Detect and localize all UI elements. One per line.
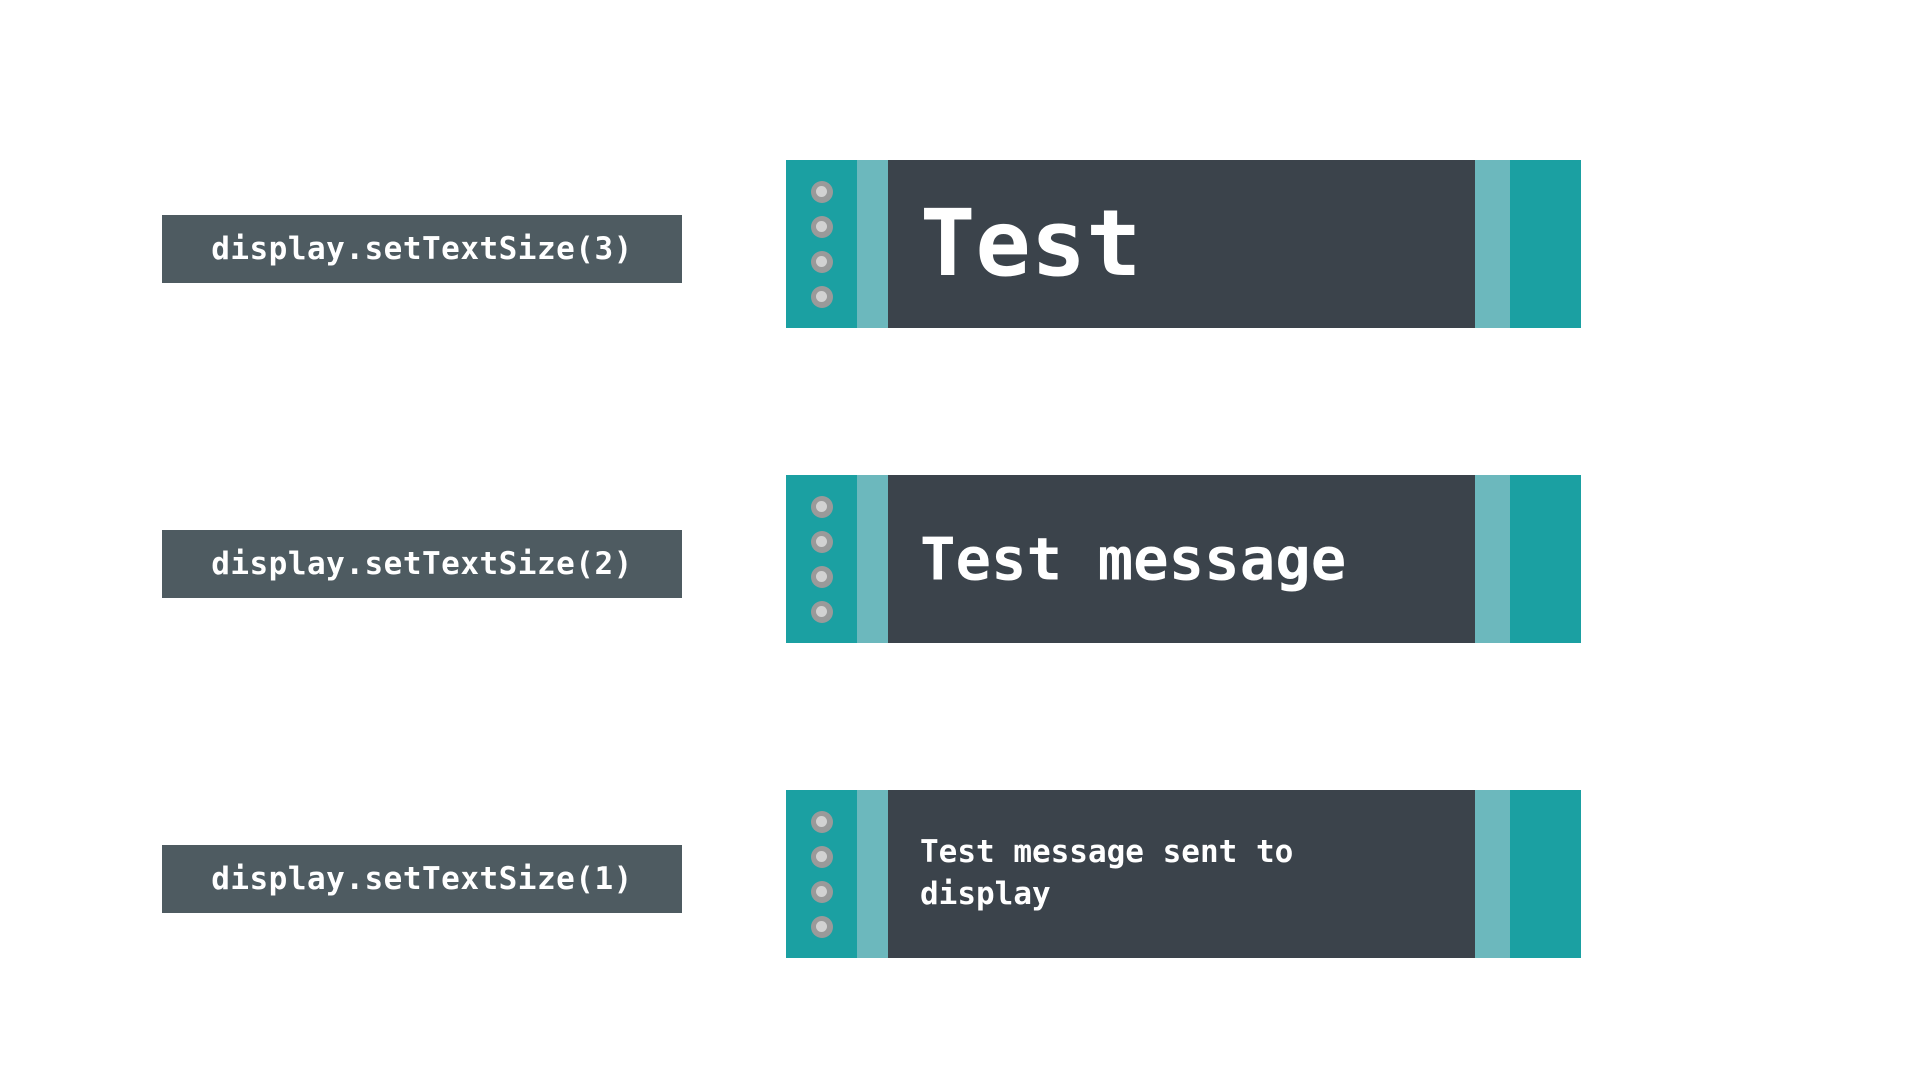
mounting-pin-holes: [786, 160, 857, 328]
text-size-row-3: display.setTextSize(3) Test: [0, 160, 1920, 328]
pin-hole-icon: [810, 495, 833, 518]
display-strip-left: [857, 790, 888, 958]
oled-display-module-2: Test message: [786, 475, 1581, 643]
code-label-set-text-size-3: display.setTextSize(3): [162, 215, 682, 283]
display-strip-right: [1475, 475, 1510, 643]
display-strip-left: [857, 160, 888, 328]
oled-display-module-1: Test message sent to display: [786, 790, 1581, 958]
pin-hole-icon: [810, 285, 833, 308]
text-size-row-1: display.setTextSize(1) Test message sent…: [0, 790, 1920, 958]
display-screen: Test message: [888, 475, 1475, 643]
display-bezel-right: [1510, 790, 1581, 958]
display-screen-text: Test: [920, 190, 1142, 297]
pin-hole-icon: [810, 915, 833, 938]
pin-hole-icon: [810, 565, 833, 588]
pin-hole-icon: [810, 530, 833, 553]
text-size-row-2: display.setTextSize(2) Test message: [0, 475, 1920, 643]
mounting-pin-holes: [786, 475, 857, 643]
display-screen: Test message sent to display: [888, 790, 1475, 958]
display-bezel-left: [786, 475, 857, 643]
pin-hole-icon: [810, 180, 833, 203]
display-screen-text: Test message: [920, 524, 1347, 594]
pin-hole-icon: [810, 250, 833, 273]
display-strip-right: [1475, 160, 1510, 328]
display-bezel-left: [786, 160, 857, 328]
display-screen-text: Test message sent to display: [920, 834, 1294, 912]
display-strip-left: [857, 475, 888, 643]
mounting-pin-holes: [786, 790, 857, 958]
oled-display-module-3: Test: [786, 160, 1581, 328]
code-label-set-text-size-2: display.setTextSize(2): [162, 530, 682, 598]
display-bezel-right: [1510, 475, 1581, 643]
display-bezel-right: [1510, 160, 1581, 328]
pin-hole-icon: [810, 215, 833, 238]
pin-hole-icon: [810, 600, 833, 623]
display-strip-right: [1475, 790, 1510, 958]
pin-hole-icon: [810, 880, 833, 903]
pin-hole-icon: [810, 810, 833, 833]
pin-hole-icon: [810, 845, 833, 868]
display-bezel-left: [786, 790, 857, 958]
display-screen: Test: [888, 160, 1475, 328]
code-label-set-text-size-1: display.setTextSize(1): [162, 845, 682, 913]
